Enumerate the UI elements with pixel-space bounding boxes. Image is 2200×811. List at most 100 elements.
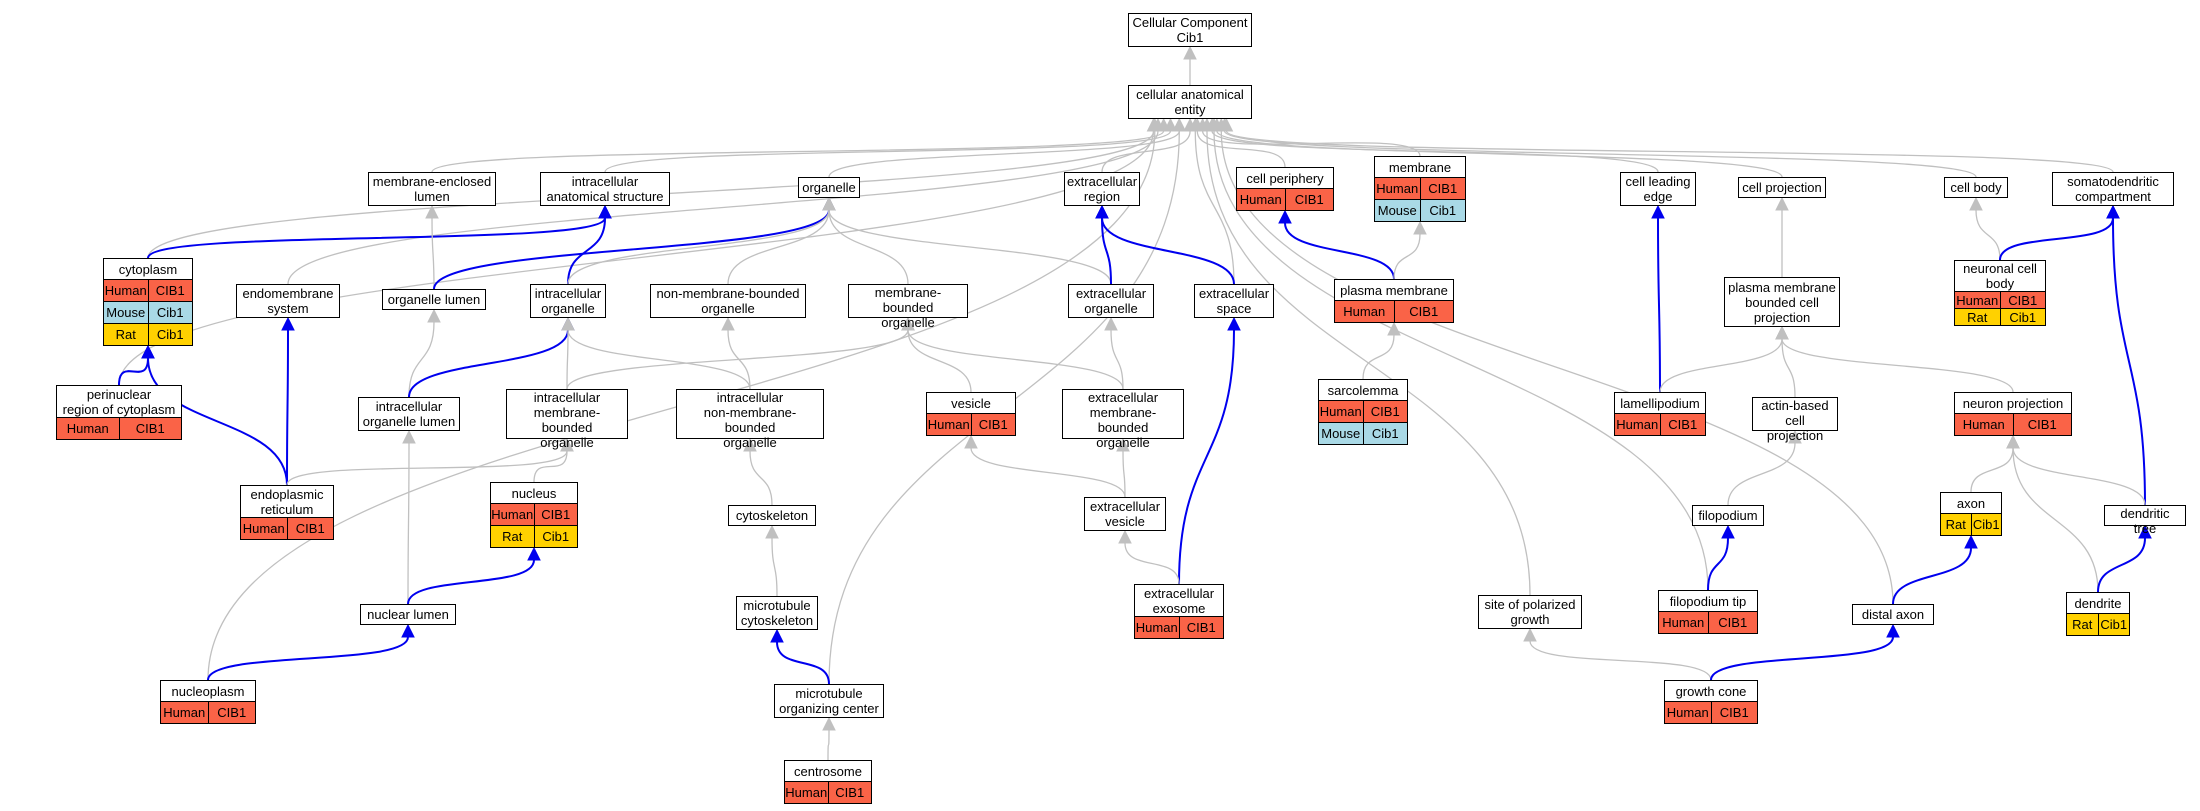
node-label: endoplasmic reticulum	[250, 486, 324, 517]
node-iol[interactable]: intracellular organelle lumen	[358, 397, 460, 431]
node-cc[interactable]: Cellular Component Cib1	[1128, 13, 1252, 47]
species-name: Human	[104, 283, 147, 298]
node-iorg[interactable]: intracellular organelle	[530, 284, 606, 318]
node-mtoc[interactable]: microtubule organizing center	[774, 684, 884, 718]
node-nl[interactable]: nuclear lumen	[360, 604, 456, 625]
node-fil[interactable]: filopodium	[1692, 505, 1764, 526]
edge-line	[1710, 636, 1894, 681]
edge-arrowhead	[1721, 524, 1735, 539]
node-nmbo[interactable]: non-membrane-bounded organelle	[650, 284, 806, 318]
node-pmbcp[interactable]: plasma membrane bounded cell projection	[1724, 277, 1840, 327]
edge-line	[1194, 130, 1235, 285]
edge-arrowhead	[1172, 117, 1187, 132]
node-mbo[interactable]: membrane-bounded organelle	[848, 284, 968, 330]
species-name: Human	[1962, 417, 2005, 432]
node-cb[interactable]: cell body	[1944, 177, 2008, 198]
node-ems[interactable]: endomembrane system	[236, 284, 340, 318]
edge-arrowhead	[1886, 623, 1900, 638]
gene-name: CIB1	[1284, 189, 1334, 210]
edge-arrowhead	[425, 204, 439, 219]
node-spg[interactable]: site of polarized growth	[1478, 595, 1582, 629]
edge-line	[604, 130, 1172, 173]
node-ias[interactable]: intracellular anatomical structure	[540, 172, 670, 206]
node-acp[interactable]: actin-based cell projection	[1752, 397, 1838, 443]
node-imbo[interactable]: intracellular membrane-bounded organelle	[506, 389, 628, 450]
node-inmbo[interactable]: intracellular non-membrane-bounded organ…	[676, 389, 824, 450]
node-mel[interactable]: membrane-enclosed lumen	[368, 172, 496, 206]
edge-arrowhead	[402, 429, 416, 444]
node-cae[interactable]: cellular anatomical entity	[1128, 85, 1252, 119]
edge-line	[1659, 338, 1783, 393]
edge-line	[407, 442, 410, 605]
node-olu[interactable]: organelle lumen	[382, 289, 486, 310]
edge-line	[147, 217, 606, 259]
edge-line	[408, 321, 435, 398]
edge-line	[1196, 130, 1286, 168]
gene-name: CIB1	[1710, 702, 1758, 723]
node-label: axon	[1956, 495, 1986, 511]
species-name: Human	[1666, 705, 1709, 720]
edge-line	[1225, 130, 2114, 173]
edge-iol-to-olu	[408, 308, 441, 398]
edge-arrowhead	[1775, 325, 1789, 340]
edge-arrowhead	[770, 628, 784, 643]
edge-line	[970, 447, 1126, 498]
node-exv[interactable]: extracellular vesicle	[1084, 497, 1166, 531]
node-label: vesicle	[951, 395, 991, 411]
node-exs[interactable]: extracellular space	[1194, 284, 1274, 318]
node-da[interactable]: distal axon	[1852, 604, 1934, 625]
edge-embo-to-exo	[1104, 316, 1124, 390]
edge-arrowhead	[1969, 196, 1983, 211]
edge-er-to-ems	[281, 316, 295, 486]
node-sdc[interactable]: somatodendritic compartment	[2052, 172, 2174, 206]
edge-inmbo-to-iorg	[561, 316, 751, 390]
node-embo[interactable]: extracellular membrane-bounded organelle	[1062, 389, 1184, 450]
edge-dt-to-sdc	[2106, 204, 2146, 506]
node-label: extracellular organelle	[1075, 286, 1147, 316]
gene-name: CIB1	[1362, 401, 1408, 422]
node-label: endomembrane system	[242, 286, 334, 316]
node-dt[interactable]: dendritic tree	[2104, 505, 2186, 536]
edge-line	[286, 329, 289, 486]
edge-line	[828, 209, 909, 285]
gene-name: Cib1	[147, 324, 193, 345]
edge-cys-to-inmbo	[743, 437, 773, 506]
node-label: extracellular region	[1066, 174, 1138, 204]
species-name: Rat	[1945, 517, 1966, 532]
node-label: neuron projection	[1962, 395, 2064, 411]
edge-den-to-dt	[2097, 524, 2152, 593]
node-mtc[interactable]: microtubule cytoskeleton	[736, 596, 818, 630]
node-exr[interactable]: extracellular region	[1064, 172, 1140, 206]
node-cle[interactable]: cell leading edge	[1620, 172, 1696, 206]
node-org[interactable]: organelle	[798, 177, 860, 198]
species-name: Mouse	[1377, 203, 1417, 218]
node-cys[interactable]: cytoskeleton	[728, 505, 816, 526]
node-cpj[interactable]: cell projection	[1738, 177, 1826, 198]
node-exo[interactable]: extracellular organelle	[1068, 284, 1154, 318]
